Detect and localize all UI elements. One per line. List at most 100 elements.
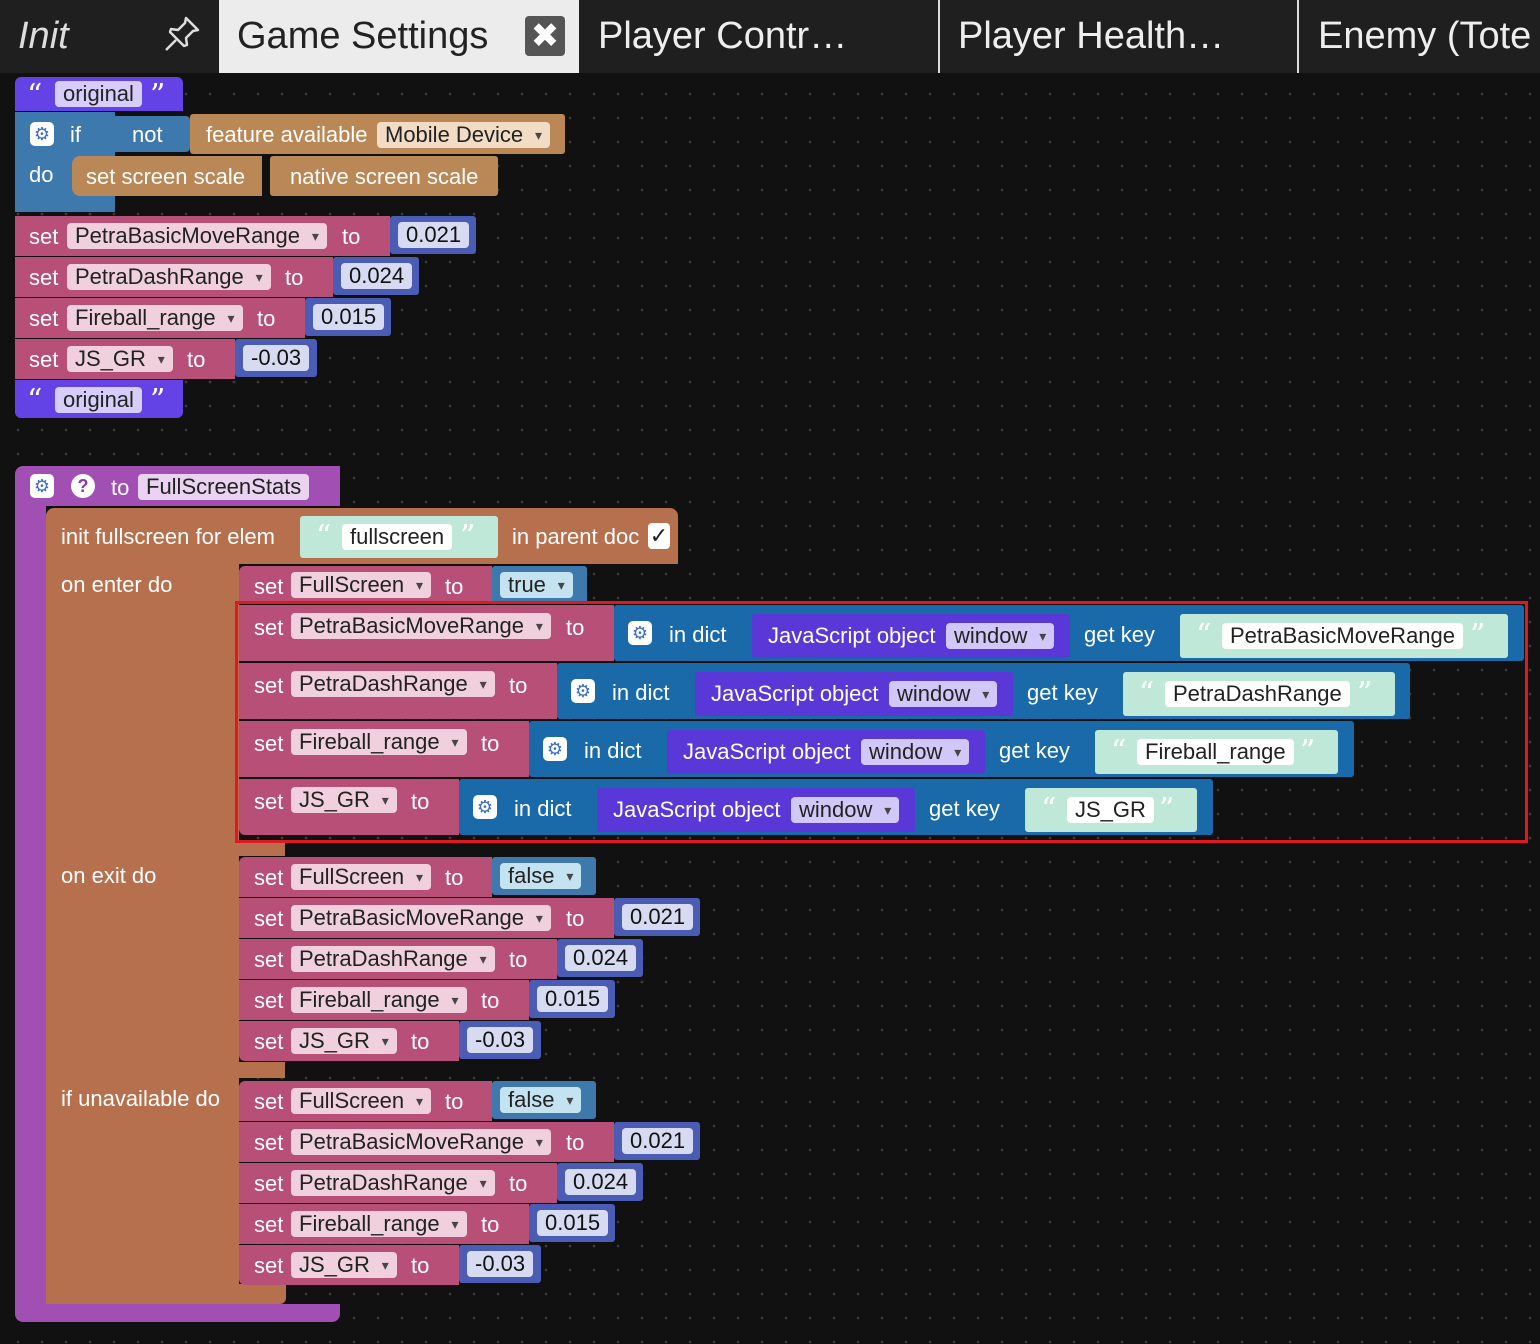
pin-icon[interactable] bbox=[162, 14, 202, 54]
tab-init[interactable]: Init bbox=[0, 0, 218, 73]
number-field[interactable]: 0.015 bbox=[313, 304, 385, 330]
number-block[interactable]: 0.024 bbox=[557, 939, 643, 977]
number-field[interactable]: -0.03 bbox=[467, 1251, 534, 1277]
variable-dropdown[interactable]: PetraBasicMoveRange bbox=[291, 1129, 551, 1155]
js-object-block[interactable]: JavaScript object window bbox=[597, 788, 915, 832]
set-block[interactable]: set JS_GR to bbox=[239, 779, 459, 835]
set-block[interactable]: set PetraBasicMoveRange to bbox=[239, 898, 614, 938]
tab-player-health[interactable]: Player Health… bbox=[940, 0, 1299, 73]
gear-icon[interactable]: ⚙ bbox=[30, 474, 54, 498]
variable-dropdown[interactable]: JS_GR bbox=[67, 346, 173, 372]
number-block[interactable]: 0.024 bbox=[333, 257, 419, 295]
string-block[interactable]: “ PetraDashRange ” bbox=[1123, 672, 1395, 716]
window-dropdown[interactable]: window bbox=[946, 623, 1055, 649]
variable-dropdown[interactable]: PetraBasicMoveRange bbox=[291, 613, 551, 639]
set-block[interactable]: set PetraDashRange to bbox=[15, 257, 333, 297]
number-block[interactable]: 0.021 bbox=[614, 898, 700, 936]
set-block[interactable]: set PetraBasicMoveRange to bbox=[239, 605, 614, 661]
feature-dropdown[interactable]: Mobile Device bbox=[377, 122, 551, 148]
tab-enemy[interactable]: Enemy (Tote bbox=[1300, 0, 1540, 73]
gear-icon[interactable]: ⚙ bbox=[628, 621, 652, 645]
string-field[interactable]: Fireball_range bbox=[1137, 739, 1294, 765]
variable-dropdown[interactable]: Fireball_range bbox=[291, 987, 467, 1013]
set-block[interactable]: set JS_GR to bbox=[239, 1021, 459, 1061]
number-block[interactable]: -0.03 bbox=[235, 339, 317, 377]
number-field[interactable]: -0.03 bbox=[467, 1027, 534, 1053]
gear-icon[interactable]: ⚙ bbox=[543, 737, 567, 761]
variable-dropdown[interactable]: Fireball_range bbox=[291, 729, 467, 755]
set-block[interactable]: set Fireball_range to bbox=[239, 980, 529, 1020]
variable-dropdown[interactable]: FullScreen bbox=[291, 1088, 432, 1114]
string-block[interactable]: “ PetraBasicMoveRange ” bbox=[1180, 614, 1508, 658]
boolean-dropdown[interactable]: false bbox=[500, 863, 582, 889]
set-block[interactable]: set PetraDashRange to bbox=[239, 663, 557, 719]
number-block[interactable]: 0.015 bbox=[305, 298, 391, 336]
variable-dropdown[interactable]: Fireball_range bbox=[291, 1211, 467, 1237]
function-name-field[interactable]: FullScreenStats bbox=[138, 474, 310, 500]
native-screen-scale-block[interactable]: native screen scale bbox=[270, 156, 498, 196]
number-field[interactable]: 0.024 bbox=[565, 1169, 637, 1195]
js-object-block[interactable]: JavaScript object window bbox=[752, 614, 1070, 658]
comment-block[interactable]: “ original ” bbox=[15, 77, 183, 111]
set-block[interactable]: set JS_GR to bbox=[15, 339, 235, 379]
set-block[interactable]: set PetraBasicMoveRange to bbox=[239, 1122, 614, 1162]
string-field[interactable]: fullscreen bbox=[342, 524, 453, 550]
string-field[interactable]: PetraBasicMoveRange bbox=[1222, 623, 1464, 649]
set-block[interactable]: set Fireball_range to bbox=[15, 298, 305, 338]
number-field[interactable]: 0.021 bbox=[398, 222, 470, 248]
string-block[interactable]: “ JS_GR ” bbox=[1025, 788, 1197, 832]
variable-dropdown[interactable]: PetraBasicMoveRange bbox=[67, 223, 327, 249]
gear-icon[interactable]: ⚙ bbox=[571, 679, 595, 703]
number-block[interactable]: 0.021 bbox=[614, 1122, 700, 1160]
gear-icon[interactable]: ⚙ bbox=[30, 122, 54, 146]
variable-dropdown[interactable]: JS_GR bbox=[291, 787, 397, 813]
comment-text[interactable]: original bbox=[55, 387, 142, 413]
number-block[interactable]: -0.03 bbox=[459, 1021, 541, 1059]
boolean-block[interactable]: false bbox=[492, 1081, 596, 1119]
window-dropdown[interactable]: window bbox=[861, 739, 970, 765]
help-icon[interactable]: ? bbox=[71, 474, 95, 498]
number-field[interactable]: 0.021 bbox=[622, 1128, 694, 1154]
number-field[interactable]: -0.03 bbox=[243, 345, 310, 371]
variable-dropdown[interactable]: PetraBasicMoveRange bbox=[291, 905, 551, 931]
comment-text[interactable]: original bbox=[55, 81, 142, 107]
variable-dropdown[interactable]: FullScreen bbox=[291, 864, 432, 890]
variable-dropdown[interactable]: JS_GR bbox=[291, 1028, 397, 1054]
variable-dropdown[interactable]: PetraDashRange bbox=[291, 1170, 495, 1196]
string-block[interactable]: “ fullscreen ” bbox=[300, 516, 498, 558]
comment-block[interactable]: “ original ” bbox=[15, 380, 183, 418]
feature-available-block[interactable]: feature available Mobile Device bbox=[190, 114, 565, 154]
set-block[interactable]: set Fireball_range to bbox=[239, 1204, 529, 1244]
number-block[interactable]: 0.024 bbox=[557, 1163, 643, 1201]
variable-dropdown[interactable]: JS_GR bbox=[291, 1252, 397, 1278]
number-field[interactable]: 0.024 bbox=[565, 945, 637, 971]
boolean-dropdown[interactable]: true bbox=[500, 572, 573, 598]
set-block[interactable]: set FullScreen to bbox=[239, 1081, 492, 1121]
number-block[interactable]: 0.015 bbox=[529, 980, 615, 1018]
window-dropdown[interactable]: window bbox=[889, 681, 998, 707]
set-block[interactable]: set JS_GR to bbox=[239, 1245, 459, 1285]
set-block[interactable]: set FullScreen to bbox=[239, 566, 492, 604]
variable-dropdown[interactable]: Fireball_range bbox=[67, 305, 243, 331]
variable-dropdown[interactable]: PetraDashRange bbox=[291, 671, 495, 697]
js-object-block[interactable]: JavaScript object window bbox=[695, 672, 1013, 716]
window-dropdown[interactable]: window bbox=[791, 797, 900, 823]
not-block[interactable]: not bbox=[112, 116, 190, 152]
number-field[interactable]: 0.015 bbox=[537, 986, 609, 1012]
number-field[interactable]: 0.024 bbox=[341, 263, 413, 289]
boolean-dropdown[interactable]: false bbox=[500, 1087, 582, 1113]
string-field[interactable]: JS_GR bbox=[1067, 797, 1154, 823]
boolean-block[interactable]: true bbox=[492, 566, 587, 604]
number-block[interactable]: -0.03 bbox=[459, 1245, 541, 1283]
number-block[interactable]: 0.015 bbox=[529, 1204, 615, 1242]
close-icon[interactable]: ✖ bbox=[525, 16, 565, 56]
number-field[interactable]: 0.021 bbox=[622, 904, 694, 930]
gear-icon[interactable]: ⚙ bbox=[473, 795, 497, 819]
number-field[interactable]: 0.015 bbox=[537, 1210, 609, 1236]
boolean-block[interactable]: false bbox=[492, 857, 596, 895]
set-block[interactable]: set PetraDashRange to bbox=[239, 939, 557, 979]
string-block[interactable]: “ Fireball_range ” bbox=[1095, 730, 1338, 774]
set-screen-scale-block[interactable]: set screen scale bbox=[72, 156, 262, 196]
set-block[interactable]: set PetraBasicMoveRange to bbox=[15, 216, 390, 256]
set-block[interactable]: set PetraDashRange to bbox=[239, 1163, 557, 1203]
